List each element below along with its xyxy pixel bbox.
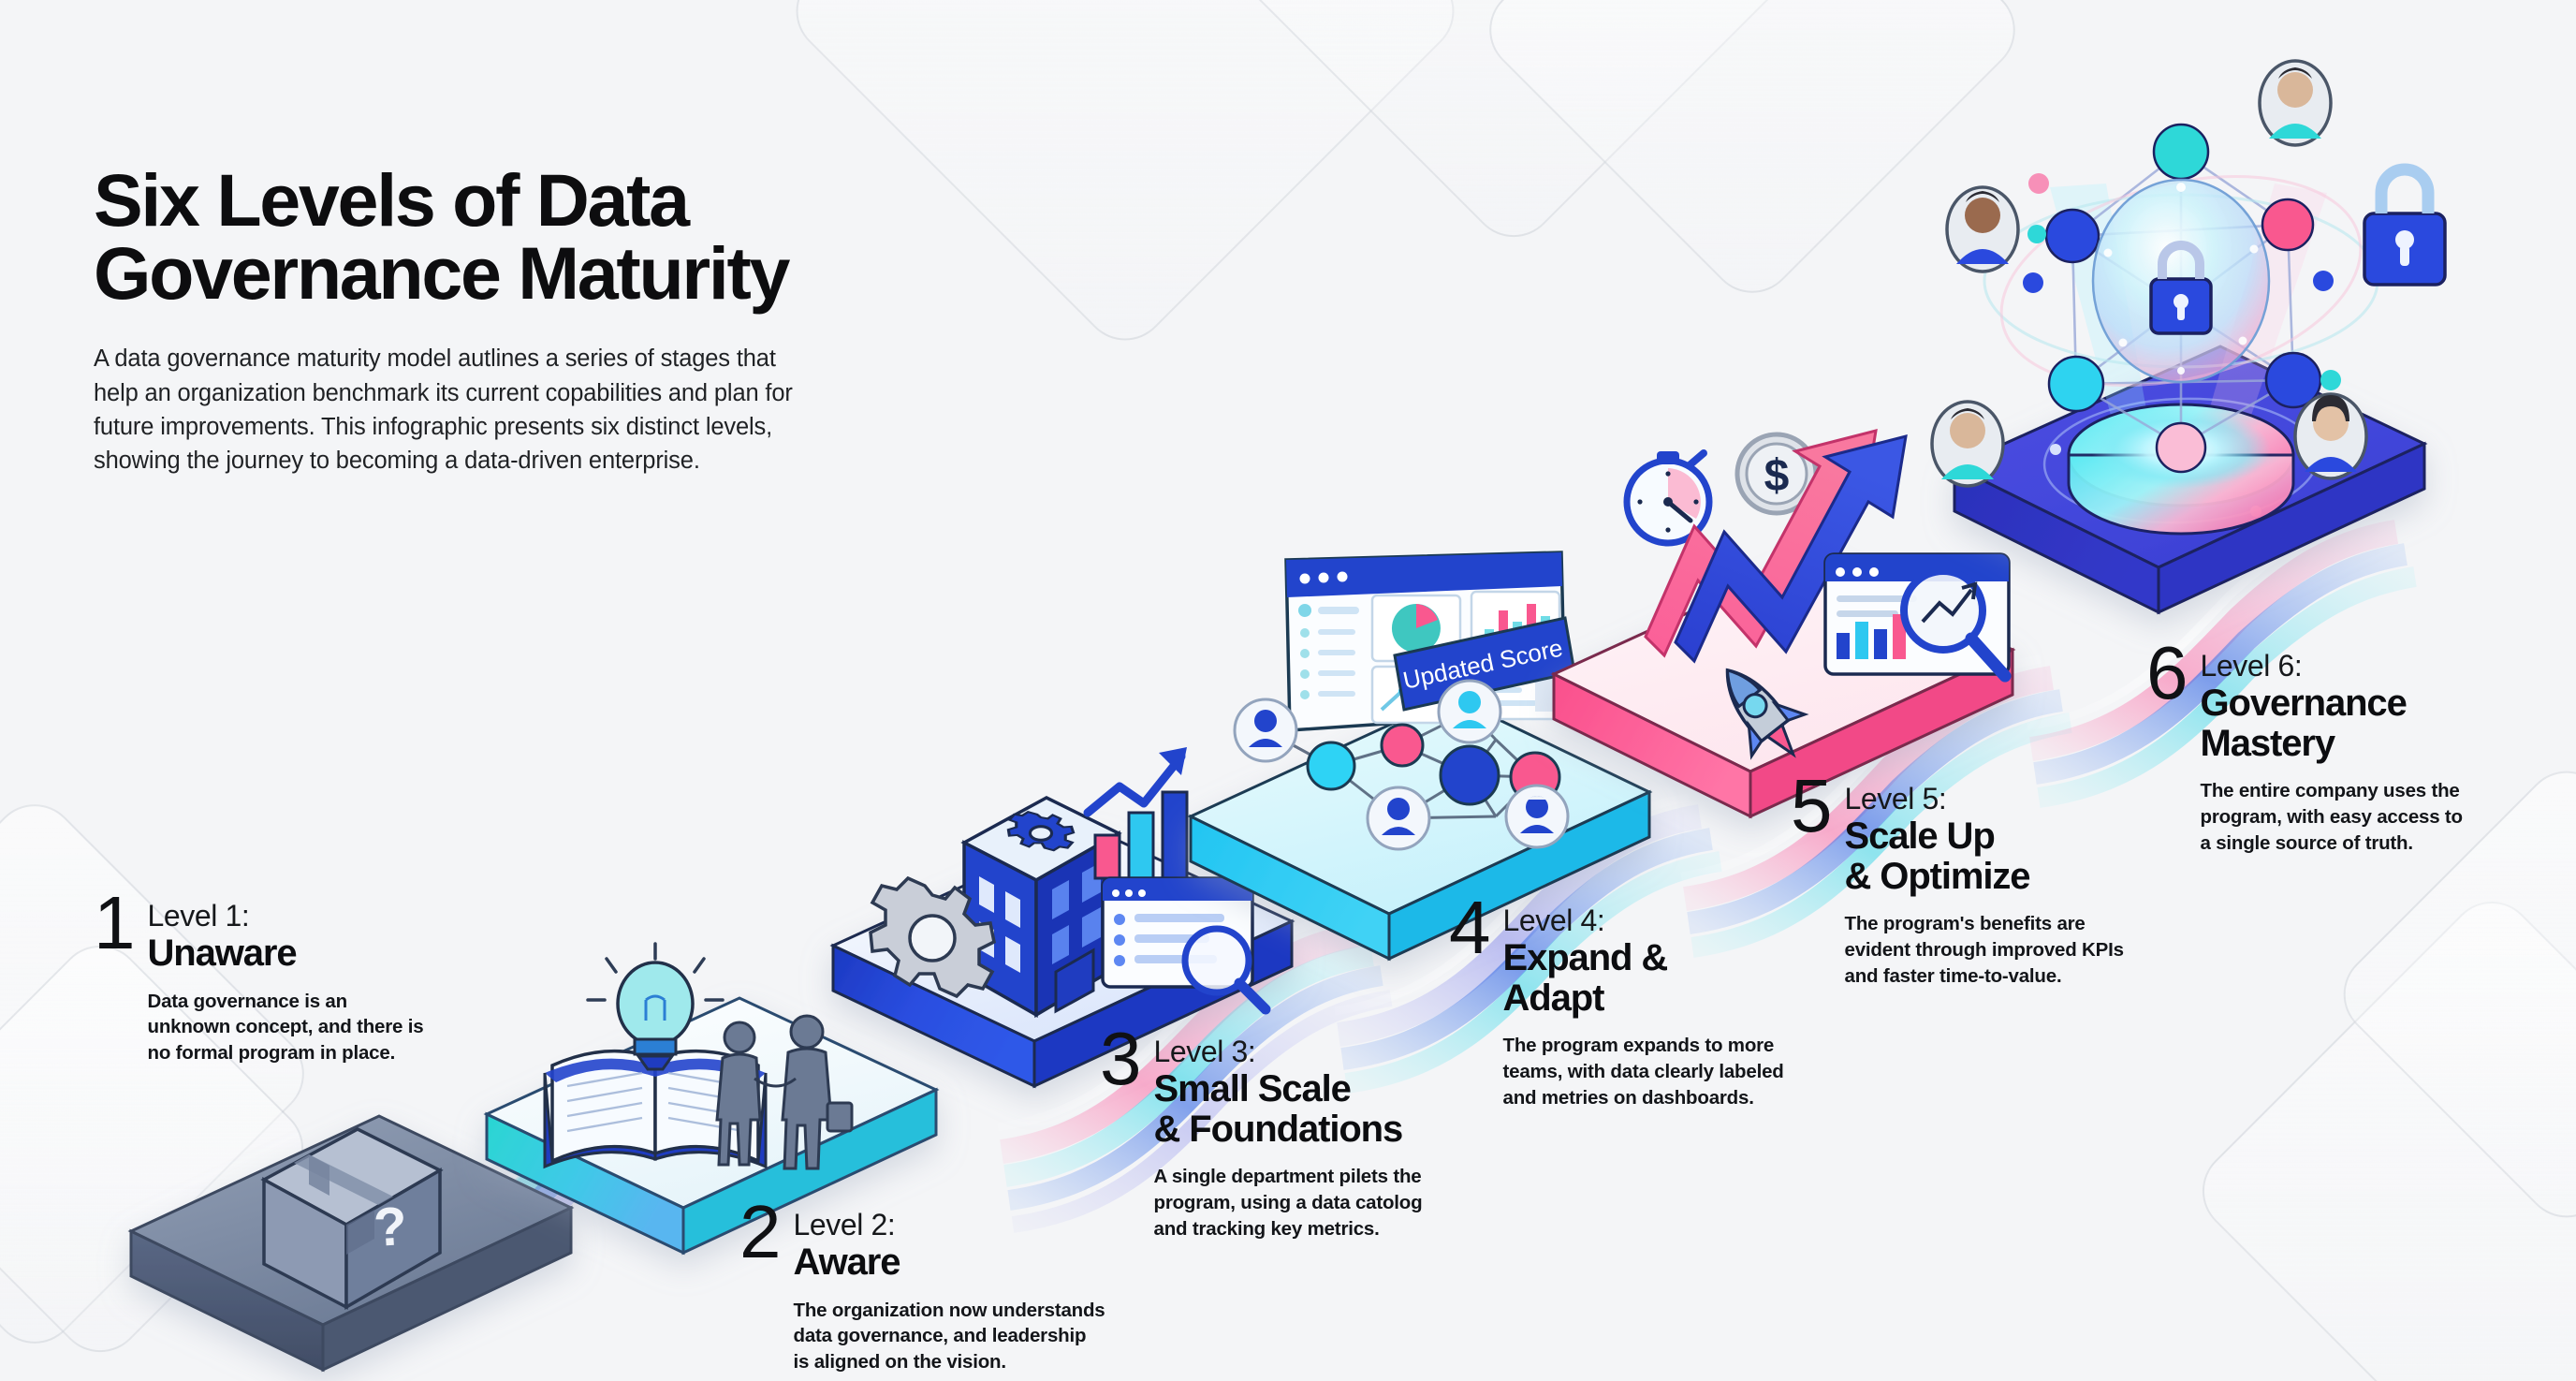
padlock-icon	[2363, 163, 2447, 286]
ribbon-5-6	[2027, 507, 2417, 808]
dollar-coin-icon: $	[1734, 432, 1819, 516]
user-avatar-icon	[1366, 786, 1431, 851]
level-number: 1	[94, 881, 135, 964]
level-card-6: 6 Level 6: Governance Mastery The entire…	[2146, 631, 2464, 857]
network-graph-icon	[1233, 679, 1570, 851]
level-eyebrow: Level 4:	[1502, 904, 1605, 937]
page-subtitle: A data governance maturity model autline…	[94, 345, 793, 475]
user-avatar-icon	[1945, 185, 2020, 273]
rocket-icon	[1725, 668, 1809, 760]
level-name: Aware	[793, 1241, 901, 1284]
lock-sphere-icon	[2091, 178, 2271, 384]
level-card-2: 2 Level 2: Aware The organization now un…	[739, 1190, 1105, 1375]
growth-arrow-icon	[1644, 428, 1908, 664]
bar-chart-growth-icon	[1083, 747, 1189, 880]
handshake-people-icon	[715, 1014, 854, 1170]
headline-block: Six Levels of Data Governance Maturity A…	[94, 158, 1086, 477]
level-card-5: 5 Level 5: Scale Up & Optimize The progr…	[1791, 764, 2125, 990]
lightbulb-icon	[586, 942, 724, 1071]
question-mark-icon: ?	[373, 1196, 409, 1258]
level-eyebrow: Level 3:	[1153, 1035, 1256, 1068]
level-number: 6	[2146, 631, 2188, 714]
level-eyebrow: Level 1:	[147, 899, 250, 933]
user-avatar-icon	[1504, 784, 1570, 849]
gear-icon	[869, 875, 996, 999]
level-eyebrow: Level 2:	[793, 1208, 896, 1241]
user-avatar-icon	[1233, 698, 1298, 763]
page-title: Six Levels of Data Governance Maturity	[94, 158, 790, 316]
analytics-search-window-icon	[1823, 552, 2012, 683]
user-avatar-icon	[2293, 392, 2368, 480]
level-description: The program expands to more teams, with …	[1502, 1034, 1784, 1109]
level-name: Governance Mastery	[2200, 683, 2408, 764]
level-description: The program's benefits are evident throu…	[1844, 912, 2125, 987]
data-catalog-search-icon	[1101, 876, 1271, 1015]
hologram-pedestal-icon	[2067, 403, 2295, 536]
network-nodes-icon	[1983, 123, 2379, 474]
level-name: Unaware	[147, 933, 298, 975]
level-number: 3	[1100, 1017, 1141, 1100]
user-avatar-icon	[1930, 400, 2005, 488]
level-card-3: 3 Level 3: Small Scale & Foundations A s…	[1100, 1017, 1423, 1242]
level-description: The organization now understands data go…	[793, 1299, 1105, 1374]
gear-icon	[1006, 811, 1076, 852]
level-description: A single department pilets the program, …	[1153, 1165, 1423, 1240]
user-avatar-icon	[2258, 59, 2333, 147]
level-name: Scale Up & Optimize	[1844, 815, 2031, 897]
level-number: 5	[1791, 764, 1832, 847]
level-name: Expand & Adapt	[1502, 937, 1669, 1019]
stopwatch-icon	[1623, 449, 1713, 547]
level-card-1: 1 Level 1: Unaware Data governance is an…	[94, 881, 424, 1066]
level-number: 4	[1449, 886, 1490, 969]
level-eyebrow: Level 6:	[2200, 649, 2303, 683]
level-description: The entire company uses the program, wit…	[2200, 779, 2464, 854]
mystery-box-icon: ?	[260, 1127, 444, 1311]
level-eyebrow: Level 5:	[1844, 782, 1947, 815]
level-card-4: 4 Level 4: Expand & Adapt The program ex…	[1449, 886, 1784, 1111]
level-name: Small Scale & Foundations	[1153, 1068, 1404, 1150]
user-avatar-icon	[1437, 679, 1502, 744]
svg-text:$: $	[1764, 451, 1790, 501]
level-description: Data governance is an unknown concept, a…	[147, 990, 424, 1065]
level-number: 2	[739, 1190, 781, 1273]
